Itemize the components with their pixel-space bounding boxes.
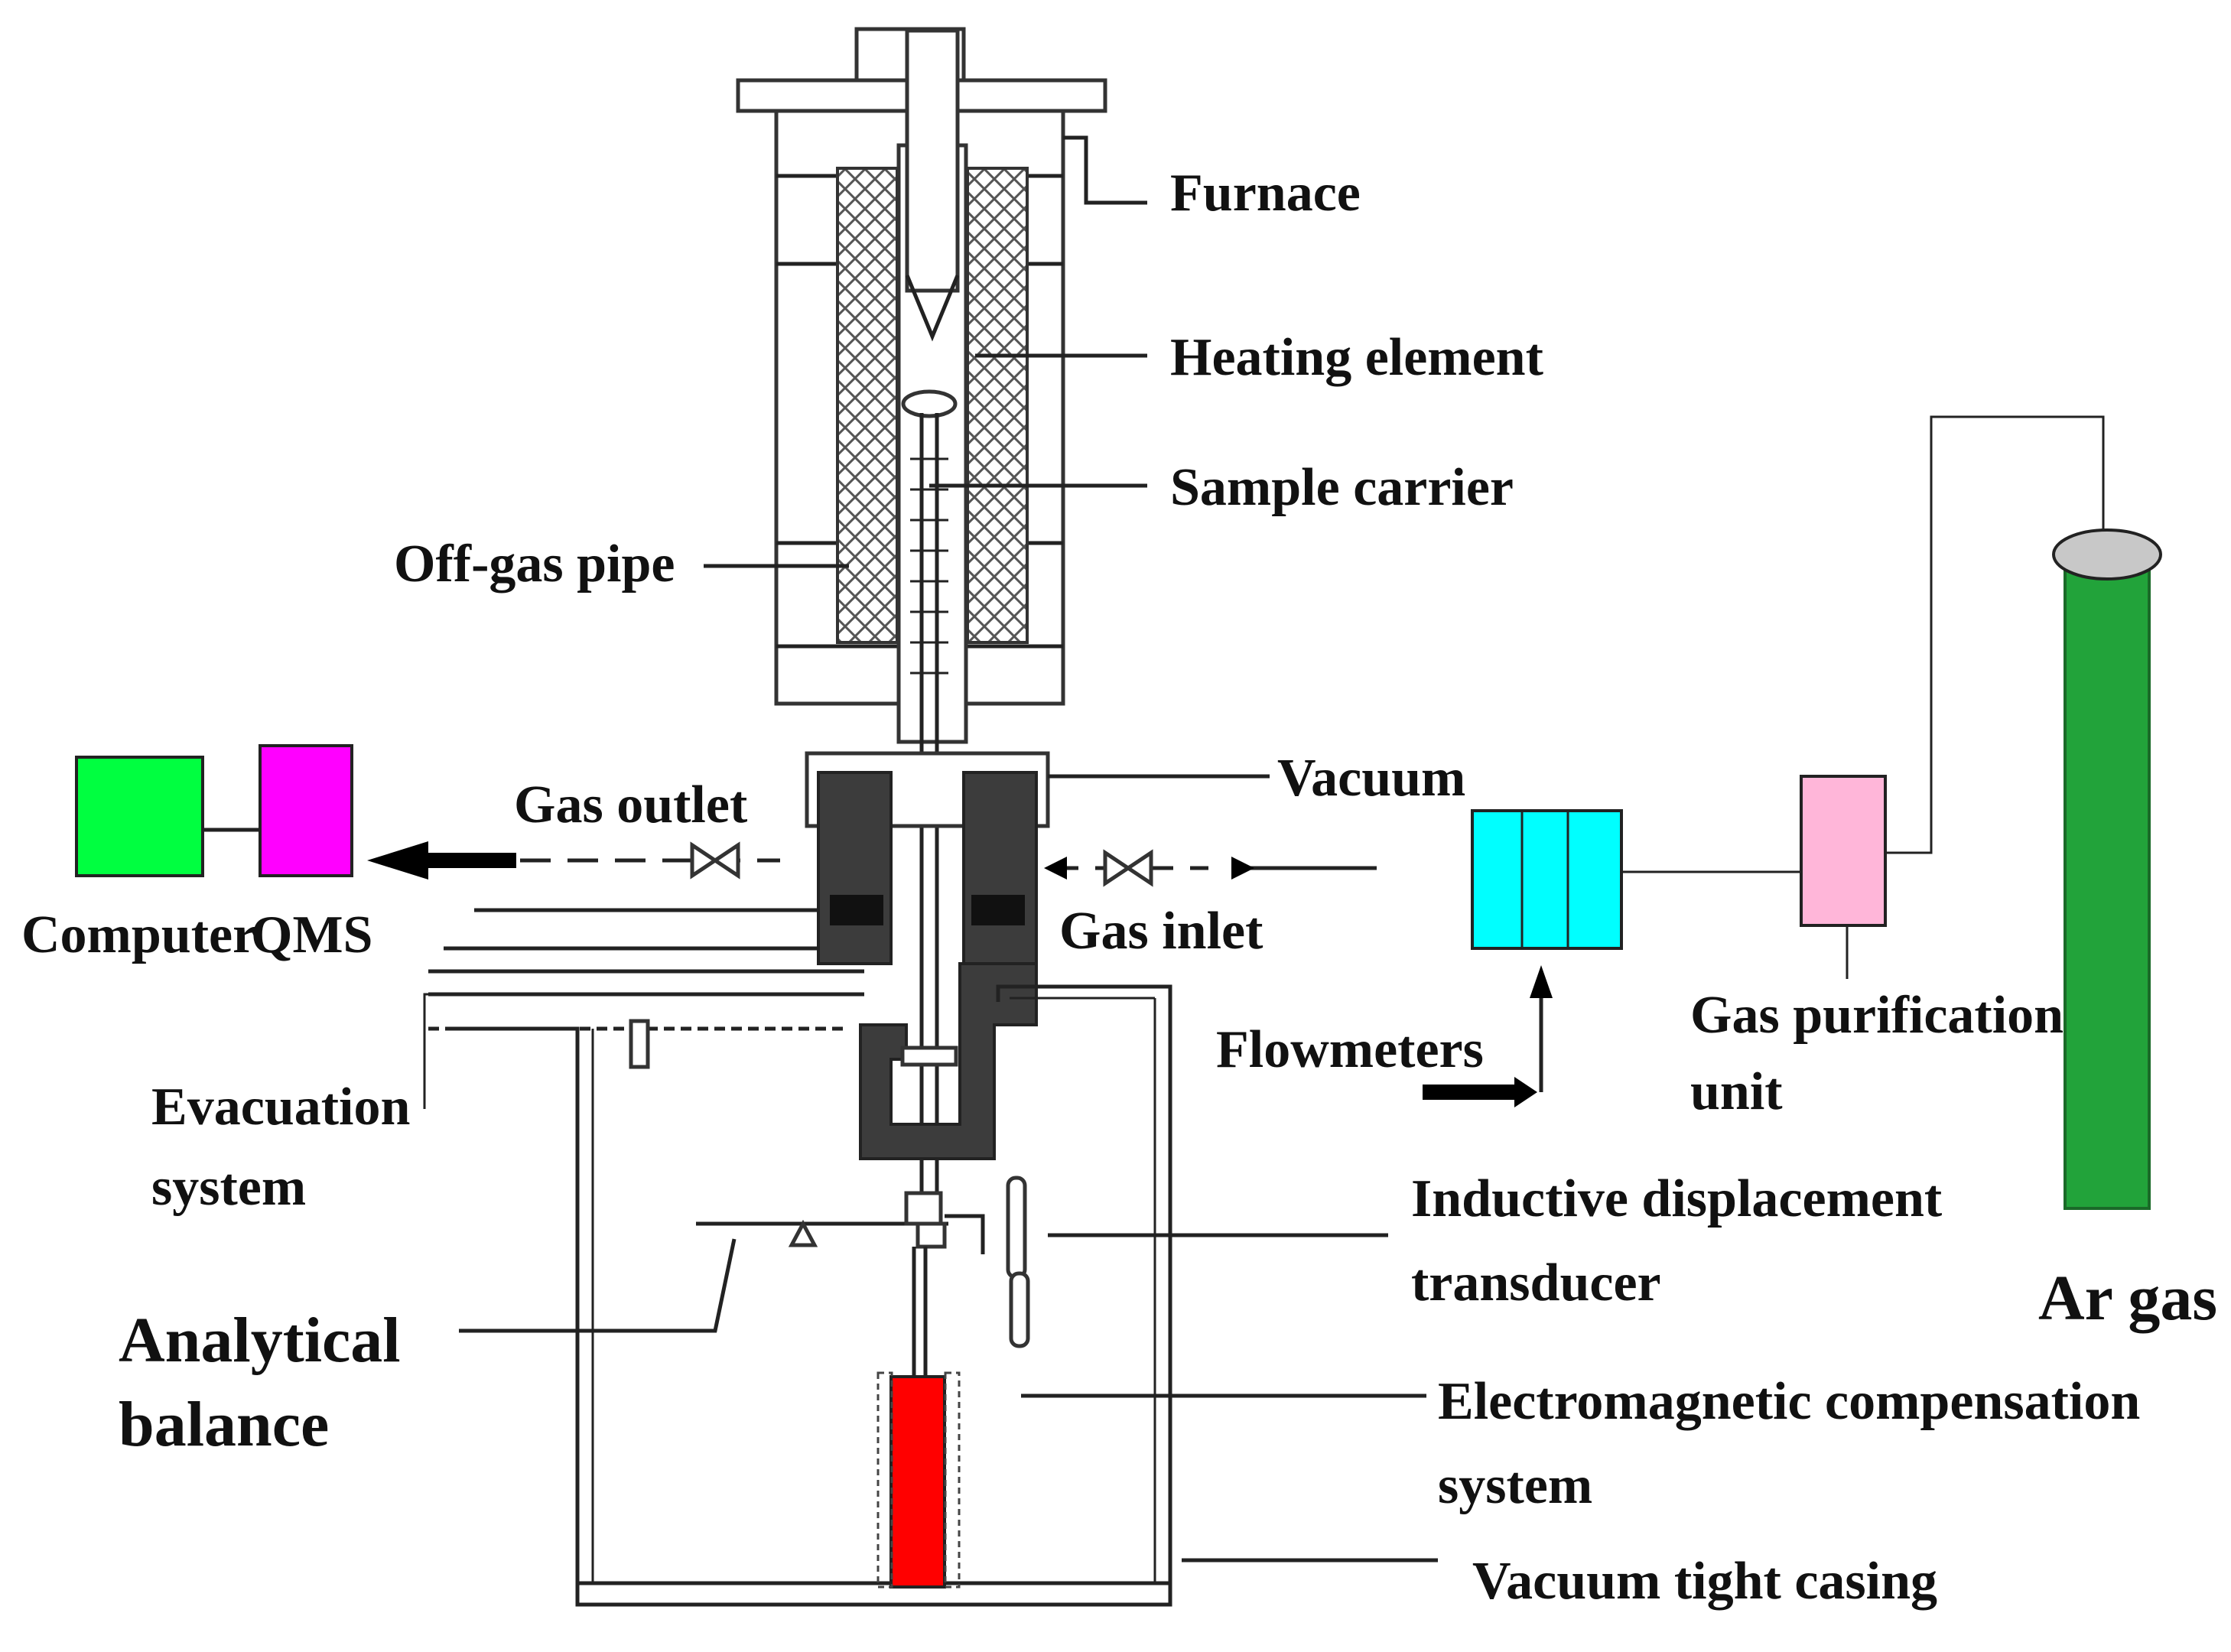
flowmeters-pointer	[1423, 965, 1553, 1107]
balance-fulcrum	[788, 1219, 818, 1247]
seal-ring-left	[830, 895, 883, 925]
transducer-coil-upper	[1006, 1176, 1027, 1280]
transducer-coil-lower	[1009, 1271, 1030, 1348]
inductive-transducer	[1006, 1176, 1030, 1348]
label-sample-carrier: Sample carrier	[1170, 458, 1514, 517]
label-gas-purification-line2: unit	[1690, 1062, 1783, 1121]
label-evacuation-line1: Evacuation	[151, 1078, 410, 1137]
seal-lower-cup	[859, 962, 1038, 1160]
gas-outlet-valve	[690, 841, 719, 880]
casing-floor	[575, 1581, 1172, 1607]
label-computer: Computer	[21, 906, 256, 964]
label-evacuation-line2: system	[151, 1158, 306, 1217]
heating-coil-left	[836, 167, 899, 644]
gas-outlet-arrow-head	[367, 841, 428, 880]
label-qms: QMS	[251, 906, 372, 964]
label-gas-inlet: Gas inlet	[1059, 902, 1263, 961]
label-electromagnetic-line1: Electromagnetic compensation	[1438, 1372, 2140, 1431]
label-vacuum: Vacuum	[1277, 749, 1465, 808]
flowmeters-box	[1471, 809, 1623, 950]
label-heating-element: Heating element	[1170, 328, 1543, 387]
gas-outlet-arrow-shaft	[421, 853, 516, 868]
gas-purification-box	[1800, 775, 1887, 927]
analytical-balance	[696, 1191, 985, 1377]
gas-inlet-valve	[1103, 849, 1132, 887]
vacuum-head	[805, 751, 1050, 1160]
ar-gas-cylinder-cap	[2052, 528, 2162, 580]
seal-block-left	[817, 771, 893, 965]
ar-gas-cylinder	[2064, 557, 2151, 1210]
seal-ring-right	[971, 895, 1025, 925]
label-ar-gas: Ar gas	[2038, 1263, 2217, 1334]
gas-outlet-line	[367, 841, 864, 997]
label-analytical-line2: balance	[119, 1389, 329, 1460]
heating-coil-right	[966, 167, 1029, 644]
argon-supply-line	[1885, 415, 2105, 854]
label-gas-purification-line1: Gas purification	[1690, 986, 2064, 1045]
electromagnetic-compensation	[876, 1371, 961, 1589]
vacuum-casing	[423, 984, 1172, 1607]
label-furnace: Furnace	[1170, 164, 1361, 223]
label-off-gas-pipe: Off-gas pipe	[394, 535, 675, 593]
gas-inlet-line	[1044, 849, 1377, 887]
sample-carrier-crucible	[901, 389, 958, 418]
furnace-lance	[905, 28, 960, 293]
label-inductive-line2: transducer	[1411, 1254, 1661, 1312]
computer-box	[75, 756, 204, 877]
label-electromagnetic-line2: system	[1438, 1456, 1592, 1515]
leader-lines	[459, 135, 1438, 1563]
label-gas-outlet: Gas outlet	[514, 776, 747, 834]
qms-box	[259, 744, 353, 877]
seal-block-right	[962, 771, 1038, 965]
evacuation-line	[423, 993, 459, 1109]
label-inductive-line1: Inductive displacement	[1411, 1169, 1942, 1228]
label-analytical-line1: Analytical	[119, 1305, 401, 1376]
label-vacuum-casing: Vacuum tight casing	[1472, 1552, 1937, 1611]
label-flowmeters: Flowmeters	[1216, 1020, 1484, 1079]
compensation-magnet	[889, 1375, 946, 1589]
